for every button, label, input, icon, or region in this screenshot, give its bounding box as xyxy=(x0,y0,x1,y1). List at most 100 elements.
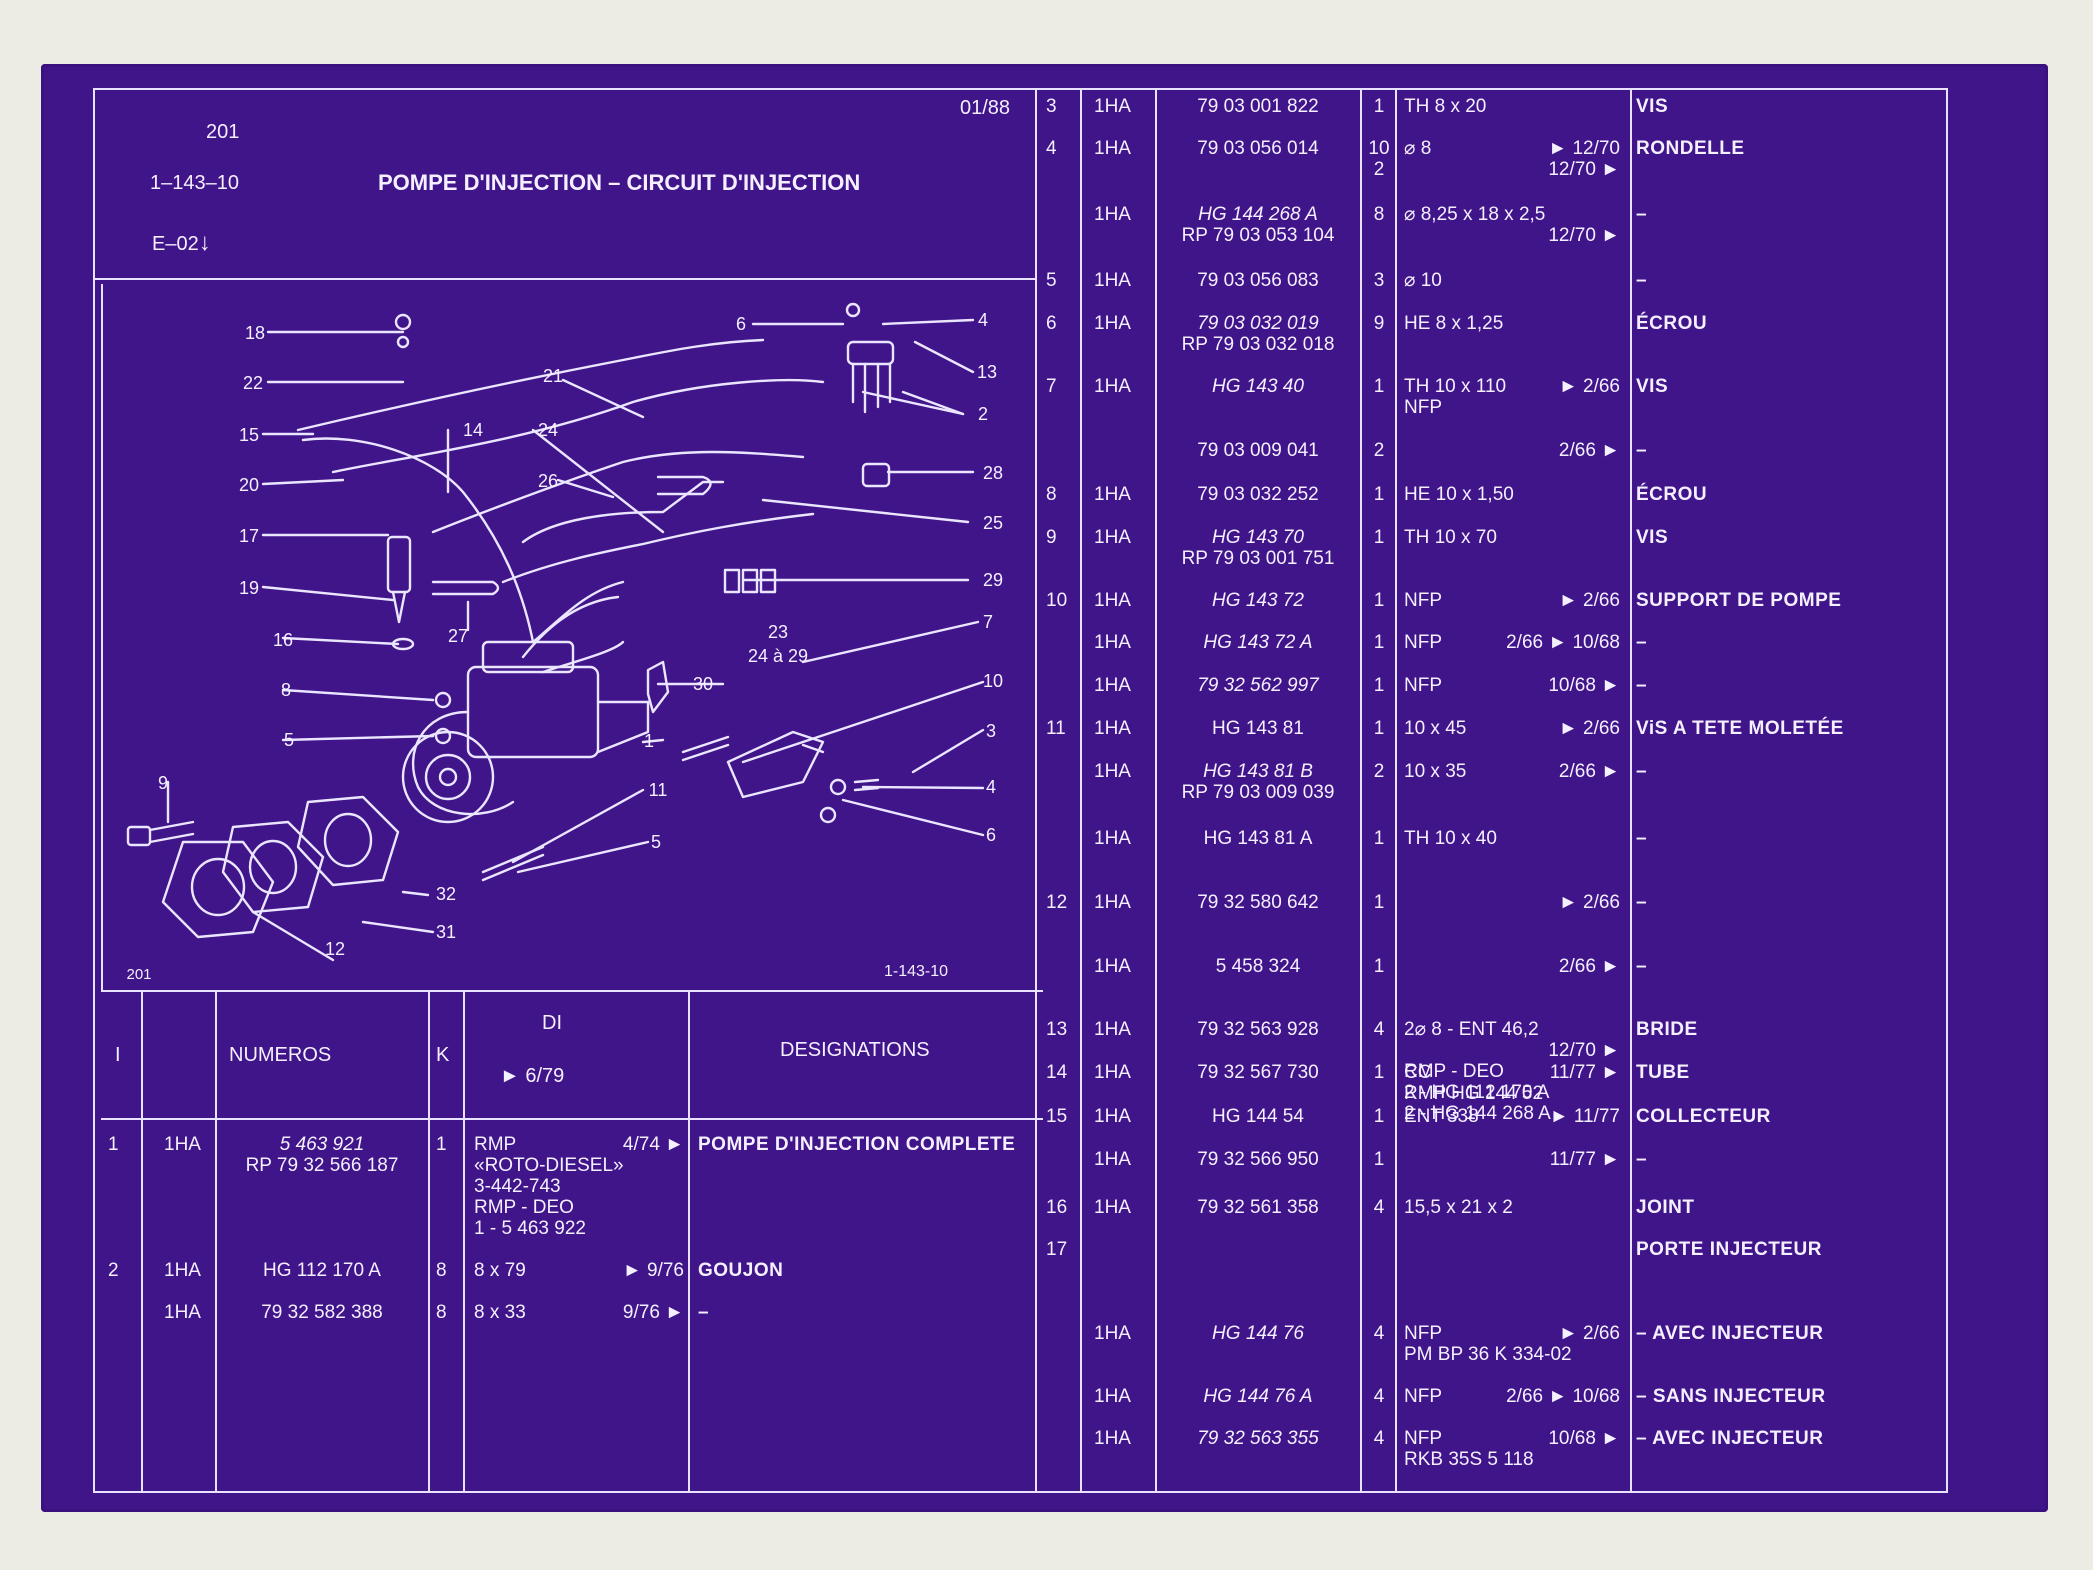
right-row-index: 14 xyxy=(1046,1062,1068,1083)
left-row-number: 5 463 921 xyxy=(279,1134,365,1155)
right-row-di: TH 10 x 110 xyxy=(1404,376,1507,397)
right-row-di: RMP - DEO xyxy=(1404,1061,1504,1082)
right-row-k: 1 xyxy=(1373,892,1385,913)
right-row-date: 11/77 ► xyxy=(1549,1062,1620,1083)
callout-5-lower: 5 xyxy=(651,832,661,852)
right-row-di: 2 - HG 112 170 A xyxy=(1404,1082,1550,1103)
callout-4-lower: 4 xyxy=(986,777,996,797)
right-row-index: 6 xyxy=(1046,313,1057,334)
right-row-number: RP 79 03 009 039 xyxy=(1181,782,1335,803)
figure-bottom-edge xyxy=(101,990,1043,992)
figure-left-edge xyxy=(101,284,103,990)
callout-31: 31 xyxy=(436,922,456,942)
right-row-di: NFP xyxy=(1404,1386,1442,1407)
right-row-designation: ViS A TETE MOLETÉE xyxy=(1636,718,1844,739)
right-row-di: TH 10 x 70 xyxy=(1404,527,1497,548)
right-row-date: 2/66 ► xyxy=(1558,761,1620,782)
right-row-index: 11 xyxy=(1046,718,1066,739)
right-row-designation: VIS xyxy=(1636,527,1669,548)
figure-code: 201 xyxy=(126,966,151,983)
right-row-date: ► 2/66 xyxy=(1558,718,1620,739)
right-row-index: 17 xyxy=(1046,1239,1068,1260)
left-row-k: 1 xyxy=(436,1134,447,1155)
right-row-k: 1 xyxy=(1373,956,1385,977)
right-row-di: NFP xyxy=(1404,632,1442,653)
right-row-code: 1HA xyxy=(1094,138,1131,159)
right-row-code: 1HA xyxy=(1094,313,1131,334)
right-row-code: 1HA xyxy=(1094,376,1131,397)
callout-29: 29 xyxy=(983,570,1003,590)
left-row-code: 1HA xyxy=(164,1302,201,1323)
right-row-number: HG 143 81 A xyxy=(1203,828,1313,849)
right-row-designation: – AVEC INJECTEUR xyxy=(1636,1428,1824,1449)
callout-20: 20 xyxy=(239,475,259,495)
right-row-date: 10/68 ► xyxy=(1548,675,1620,696)
right-row-code: 1HA xyxy=(1094,1197,1131,1218)
down-arrow-icon: ↓ xyxy=(198,229,211,256)
right-row-code: 1HA xyxy=(1094,204,1131,225)
right-row-number: RP 79 03 001 751 xyxy=(1181,548,1335,569)
right-row-date: 11/77 ► xyxy=(1549,1149,1620,1170)
right-row-date: ► 12/70 xyxy=(1548,138,1620,159)
right-row-number: RP 79 03 053 104 xyxy=(1181,225,1335,246)
right-row-index: 15 xyxy=(1046,1106,1068,1127)
right-row-di: RMP HG 144 52 xyxy=(1404,1083,1544,1104)
right-row-k: 4 xyxy=(1373,1323,1385,1344)
right-row-designation: JOINT xyxy=(1636,1197,1695,1218)
right-row-k: 1 xyxy=(1373,1106,1385,1127)
right-row-designation: VIS xyxy=(1636,96,1669,117)
right-row-k: 1 xyxy=(1373,1149,1385,1170)
col-header-i: I xyxy=(115,1044,121,1066)
right-row-di: NFP xyxy=(1404,1428,1442,1449)
right-row-code: 1HA xyxy=(1094,270,1131,291)
right-row-designation: – AVEC INJECTEUR xyxy=(1636,1323,1824,1344)
right-row-k: 9 xyxy=(1373,313,1385,334)
right-row-di: ⌀ 8 xyxy=(1404,138,1432,159)
center-divider xyxy=(1035,88,1037,1493)
right-row-date: ► 11/77 xyxy=(1549,1106,1620,1127)
right-row-designation: – xyxy=(1636,270,1648,291)
callout-10: 10 xyxy=(983,671,1003,691)
left-row-code: 1HA xyxy=(164,1134,201,1155)
left-col-code xyxy=(215,990,217,1493)
right-row-code: 1HA xyxy=(1094,1062,1131,1083)
right-row-di: 15,5 x 21 x 2 xyxy=(1404,1197,1513,1218)
col-header-designations: DESIGNATIONS xyxy=(780,1039,930,1061)
right-row-code: 1HA xyxy=(1094,892,1131,913)
left-row-designation: – xyxy=(698,1302,710,1323)
callout-11: 11 xyxy=(649,780,668,800)
right-row-k: 2 xyxy=(1373,761,1385,782)
sheet-reference: 1–143–10 xyxy=(150,172,239,194)
right-row-number: HG 143 40 xyxy=(1212,376,1304,397)
callout-25: 25 xyxy=(983,513,1003,533)
right-row-index: 3 xyxy=(1046,96,1057,117)
edition-code: E–02 xyxy=(152,233,199,255)
right-row-code: 1HA xyxy=(1094,761,1131,782)
left-row-di: 8 x 33 xyxy=(474,1302,526,1323)
right-row-designation: – xyxy=(1636,204,1648,225)
right-row-k: 1 xyxy=(1373,1062,1385,1083)
right-row-index: 10 xyxy=(1046,590,1068,611)
right-row-date: 10/68 ► xyxy=(1548,1428,1620,1449)
right-row-index: 5 xyxy=(1046,270,1057,291)
left-col-di xyxy=(688,990,690,1493)
right-row-code: 1HA xyxy=(1094,96,1131,117)
right-row-number: 79 03 001 822 xyxy=(1197,96,1319,117)
left-table-header-rule xyxy=(101,1118,1043,1120)
left-row-number: 79 32 582 388 xyxy=(261,1302,383,1323)
right-row-date: 2/66 ► 10/68 xyxy=(1506,1386,1620,1407)
right-row-index: 7 xyxy=(1046,376,1057,397)
right-row-designation: PORTE INJECTEUR xyxy=(1636,1239,1822,1260)
left-row-di: RMP - DEO xyxy=(474,1197,574,1218)
callout-2: 2 xyxy=(978,404,988,424)
right-row-di: NFP xyxy=(1404,397,1442,418)
right-row-designation: SUPPORT DE POMPE xyxy=(1636,590,1842,611)
right-row-number: 79 32 562 997 xyxy=(1197,675,1319,696)
left-row-di: RMP xyxy=(474,1134,517,1155)
right-row-number: HG 143 72 xyxy=(1212,590,1304,611)
callout-26: 26 xyxy=(538,471,558,491)
callout-32: 32 xyxy=(436,884,456,904)
left-col-i xyxy=(141,990,143,1493)
right-row-k: 4 xyxy=(1373,1019,1385,1040)
right-row-designation: VIS xyxy=(1636,376,1669,397)
